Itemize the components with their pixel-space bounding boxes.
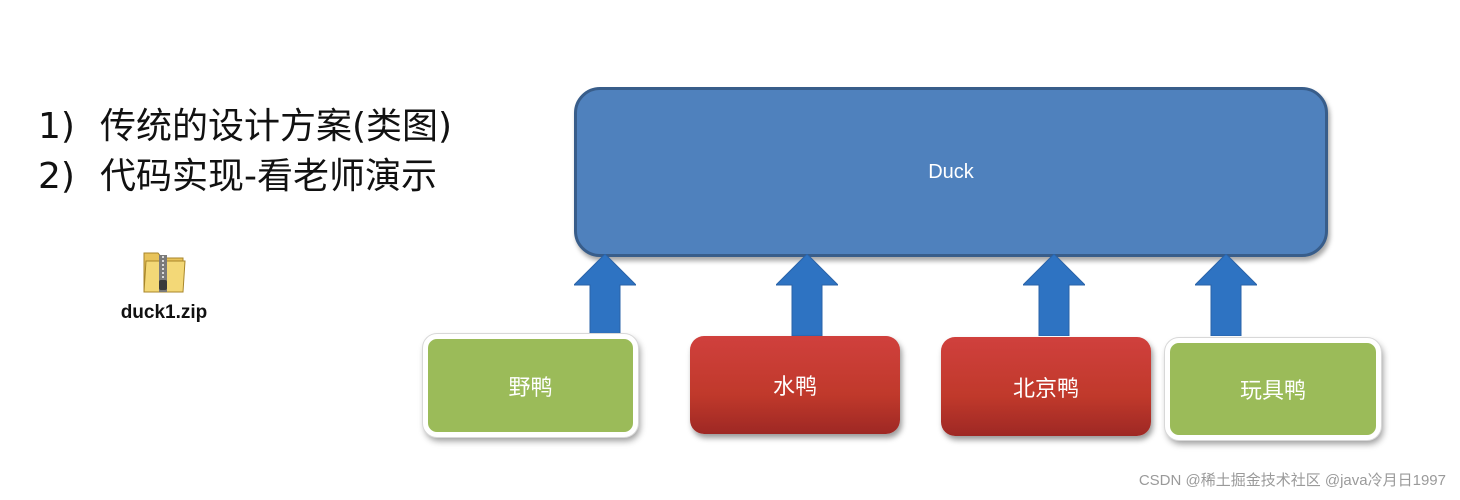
zip-file[interactable]: duck1.zip bbox=[112, 244, 216, 324]
inheritance-arrow bbox=[1023, 254, 1085, 336]
inheritance-arrow bbox=[776, 254, 838, 336]
list-number: 1) bbox=[38, 106, 75, 147]
duck-class-label: Duck bbox=[928, 160, 974, 183]
duck-class-box: Duck bbox=[574, 87, 1328, 257]
water-duck-box: 水鸭 bbox=[690, 336, 900, 434]
wild-duck-box: 野鸭 bbox=[423, 334, 638, 437]
inheritance-arrow bbox=[1195, 254, 1257, 336]
inheritance-arrow bbox=[574, 254, 636, 336]
peking-duck-label: 北京鸭 bbox=[1012, 376, 1079, 402]
zip-file-name: duck1.zip bbox=[120, 302, 208, 323]
list-text: 代码实现-看老师演示 bbox=[100, 156, 437, 197]
toy-duck-box: 玩具鸭 bbox=[1165, 338, 1381, 440]
wild-duck-label: 野鸭 bbox=[508, 375, 553, 401]
zip-folder-icon bbox=[143, 252, 186, 293]
list-text: 传统的设计方案(类图) bbox=[100, 106, 453, 147]
toy-duck-label: 玩具鸭 bbox=[1239, 379, 1306, 404]
water-duck-label: 水鸭 bbox=[772, 375, 817, 400]
list-item: 2) 代码实现-看老师演示 bbox=[38, 152, 452, 202]
watermark: CSDN @稀土掘金技术社区 @java冷月日1997 bbox=[1138, 472, 1446, 489]
peking-duck-box: 北京鸭 bbox=[941, 337, 1151, 436]
instruction-list: 1) 传统的设计方案(类图) 2) 代码实现-看老师演示 bbox=[38, 102, 452, 202]
list-item: 1) 传统的设计方案(类图) bbox=[38, 102, 452, 152]
list-number: 2) bbox=[38, 156, 75, 197]
